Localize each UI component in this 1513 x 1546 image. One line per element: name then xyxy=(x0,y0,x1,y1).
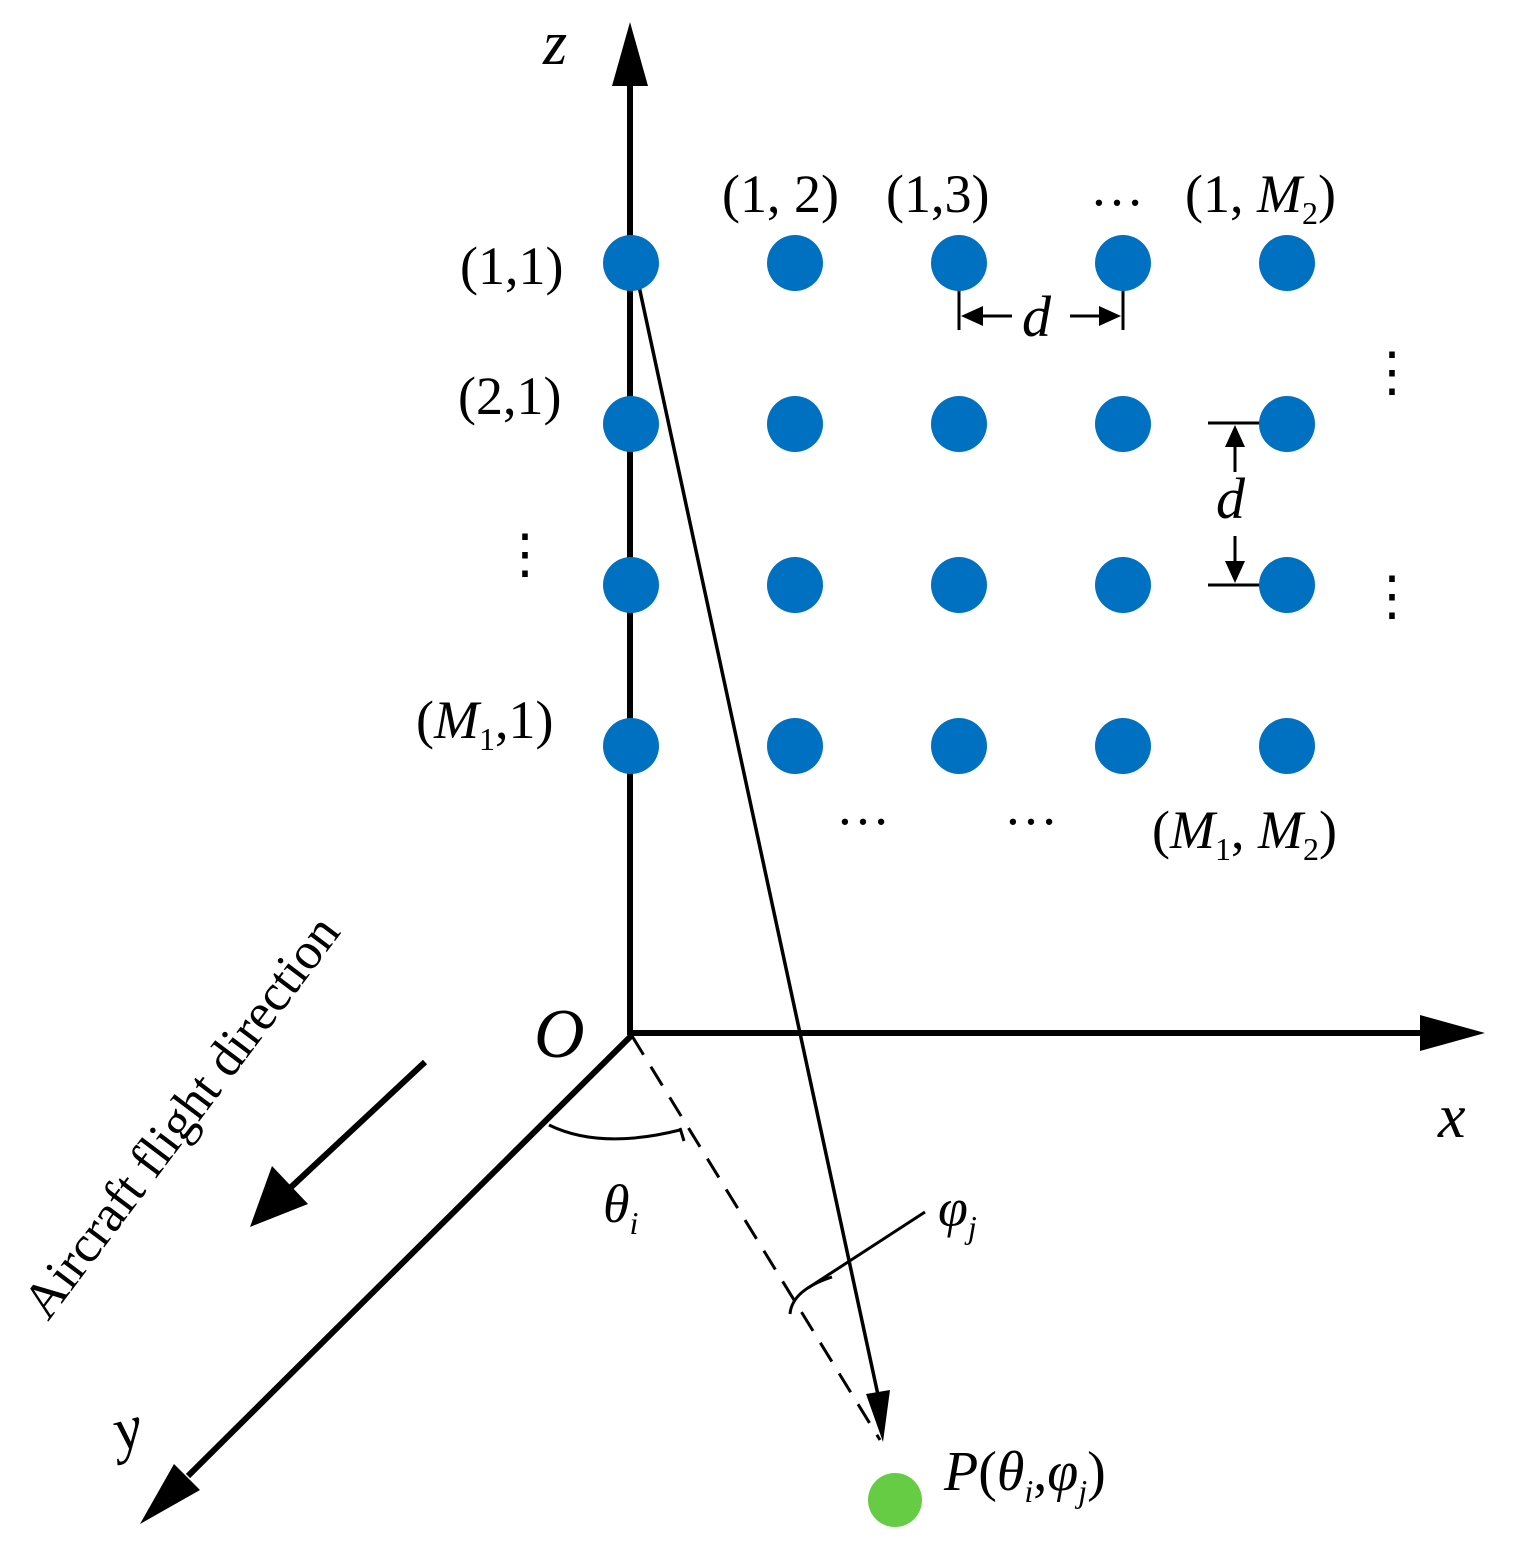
element-label-1-m2: (1, M2) xyxy=(1185,164,1336,231)
vertical-ellipsis-right-top: ⋮ xyxy=(1365,342,1419,402)
spacing-label-vertical: d xyxy=(1216,466,1246,531)
ellipsis-bottom-left: … xyxy=(836,776,890,836)
phi-label: φj xyxy=(938,1178,977,1245)
element-label-m1-1: (M1,1) xyxy=(416,690,553,757)
spacing-vertical-top-arrowhead xyxy=(1225,425,1245,447)
target-label: P(θi,φj) xyxy=(943,1441,1106,1509)
array-element-3-4 xyxy=(1095,557,1151,613)
ellipsis-top-row: … xyxy=(1090,157,1144,217)
array-element-2-3 xyxy=(931,396,987,452)
direction-vector-arrowhead xyxy=(866,1390,890,1442)
array-element-4-5 xyxy=(1259,718,1315,774)
flight-direction-arrowhead xyxy=(250,1166,308,1227)
vertical-ellipsis-right-bottom: ⋮ xyxy=(1365,566,1419,626)
array-element-1-3 xyxy=(931,235,987,291)
array-element-2-4 xyxy=(1095,396,1151,452)
array-element-1-5 xyxy=(1259,235,1315,291)
array-element-4-4 xyxy=(1095,718,1151,774)
array-element-2-2 xyxy=(767,396,823,452)
flight-direction-label: Aircraft flight direction xyxy=(12,905,351,1329)
y-axis-label: y xyxy=(99,1392,149,1466)
array-elements xyxy=(603,235,1315,774)
theta-label: θi xyxy=(603,1174,638,1241)
target-point xyxy=(868,1473,922,1527)
element-label-1-3: (1,3) xyxy=(886,164,989,224)
spacing-vertical-bottom-arrowhead xyxy=(1225,561,1245,583)
element-label-1-2: (1, 2) xyxy=(722,164,839,224)
element-label-m1-m2: (M1, M2) xyxy=(1152,800,1337,867)
theta-arc-tick xyxy=(678,1127,686,1142)
array-element-4-3 xyxy=(931,718,987,774)
spacing-horizontal-left-arrowhead xyxy=(961,306,983,326)
array-element-3-5 xyxy=(1259,557,1315,613)
array-element-4-2 xyxy=(767,718,823,774)
array-element-4-1 xyxy=(603,718,659,774)
z-axis-label: z xyxy=(542,10,567,78)
vertical-ellipsis-left: ⋮ xyxy=(498,524,552,584)
z-axis-arrowhead xyxy=(612,22,648,86)
y-axis-arrowhead xyxy=(140,1464,200,1524)
phi-leader-line xyxy=(807,1210,926,1290)
x-axis-arrowhead xyxy=(1420,1015,1485,1051)
element-label-1-1: (1,1) xyxy=(460,236,563,296)
array-element-3-2 xyxy=(767,557,823,613)
x-axis-label: x xyxy=(1437,1083,1466,1151)
array-element-1-1 xyxy=(603,235,659,291)
array-element-3-1 xyxy=(603,557,659,613)
phi-angle-arc xyxy=(788,1275,833,1315)
array-element-1-4 xyxy=(1095,235,1151,291)
array-element-2-5 xyxy=(1259,396,1315,452)
theta-angle-arc xyxy=(548,1123,681,1141)
array-element-1-2 xyxy=(767,235,823,291)
spacing-label-horizontal: d xyxy=(1022,284,1052,349)
spacing-horizontal-right-arrowhead xyxy=(1099,306,1121,326)
ellipsis-bottom-mid: … xyxy=(1004,776,1058,836)
y-axis xyxy=(185,1032,635,1479)
origin-label: O xyxy=(534,996,585,1073)
element-label-2-1: (2,1) xyxy=(458,366,561,426)
flight-direction-arrow-shaft xyxy=(285,1059,428,1193)
array-element-2-1 xyxy=(603,396,659,452)
array-element-3-3 xyxy=(931,557,987,613)
projection-dashed-line xyxy=(630,1035,882,1441)
direction-vector-line xyxy=(632,262,880,1396)
